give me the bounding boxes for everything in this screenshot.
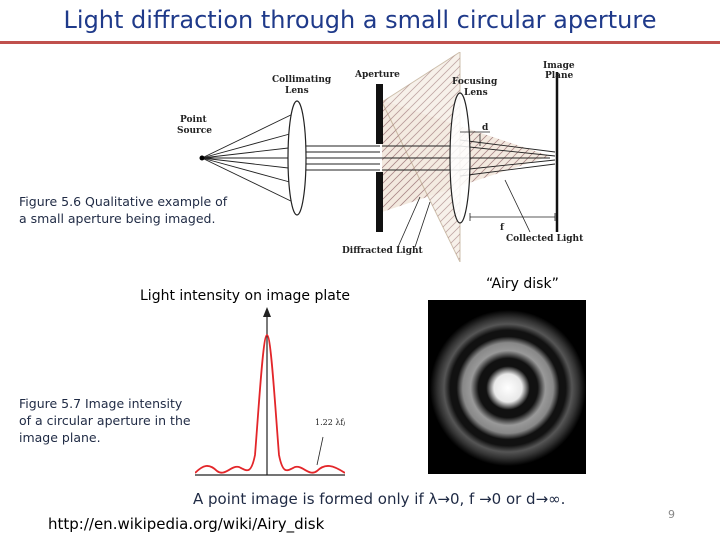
page-number: 9: [668, 508, 675, 521]
label-focusing-lens-2: Lens: [464, 88, 488, 98]
label-image-plane-2: Plane: [545, 71, 574, 81]
figure-5-6-caption-line-2: a small aperture being imaged.: [19, 210, 227, 227]
reference-url[interactable]: http://en.wikipedia.org/wiki/Airy_disk: [48, 515, 324, 533]
airy-rings: [430, 310, 586, 466]
label-aperture: Aperture: [354, 70, 400, 80]
aperture-stop-bottom: [376, 172, 383, 232]
label-focusing-lens-1: Focusing: [452, 77, 498, 87]
figure-5-7-caption: Figure 5.7 Image intensity of a circular…: [19, 395, 191, 446]
aperture-stop-top: [376, 84, 383, 144]
airy-condition-formula: A point image is formed only if λ→0, f →…: [193, 490, 565, 508]
focusing-lens: [450, 93, 470, 223]
intensity-profile-plot: 1.22 λf/d: [195, 305, 345, 480]
airy-disk-label: “Airy disk”: [486, 276, 559, 292]
label-collimating-lens-2: Lens: [285, 86, 309, 96]
aperture-imaging-diagram: Collimating Lens Aperture Image Plane Fo…: [170, 52, 590, 262]
y-axis-arrow: [263, 307, 271, 317]
figure-5-6-caption-line-1: Figure 5.6 Qualitative example of: [19, 193, 227, 210]
label-f: f: [500, 223, 505, 233]
point-source-dot: [200, 156, 205, 161]
intensity-curve: [195, 335, 345, 473]
label-image-plane-1: Image: [543, 61, 575, 71]
figure-5-7-caption-line-2: of a circular aperture in the: [19, 412, 191, 429]
label-collimating-lens-1: Collimating: [272, 75, 332, 85]
label-d: d: [482, 123, 489, 133]
intensity-plot-title: Light intensity on image plate: [140, 288, 350, 304]
annotation-1-22-lambda-f-d: 1.22 λf/d: [315, 418, 345, 427]
annotation-arrow: [317, 437, 323, 465]
figure-5-7-caption-line-1: Figure 5.7 Image intensity: [19, 395, 191, 412]
title-divider: [0, 41, 720, 44]
slide-title: Light diffraction through a small circul…: [0, 6, 720, 34]
collimating-lens: [288, 101, 306, 215]
airy-disk-image: [428, 300, 586, 474]
figure-5-7-caption-line-3: image plane.: [19, 429, 191, 446]
figure-5-6-caption: Figure 5.6 Qualitative example of a smal…: [19, 193, 227, 227]
label-diffracted-light: Diffracted Light: [342, 246, 424, 256]
label-point-source-1: Point: [180, 115, 207, 125]
label-collected-light: Collected Light: [506, 234, 584, 244]
label-point-source-2: Source: [177, 126, 212, 136]
